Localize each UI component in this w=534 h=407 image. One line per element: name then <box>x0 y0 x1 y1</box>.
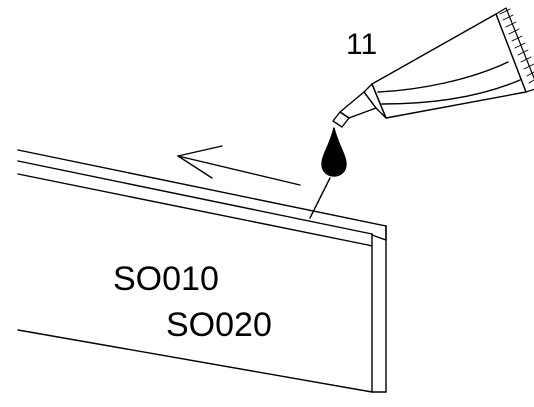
arrow-head-upper <box>177 145 223 157</box>
glue-tube-icon <box>332 7 534 128</box>
board-piece <box>17 149 387 393</box>
tube-shoulder <box>363 83 387 119</box>
drop-leader-line <box>309 177 331 219</box>
board-top-back-edge <box>17 149 387 227</box>
tube-crease-2 <box>381 79 521 105</box>
board-top-front-edge <box>17 173 369 246</box>
part-code-label-2: SO020 <box>166 306 272 344</box>
direction-arrow-icon <box>177 145 301 186</box>
tube-crimp <box>495 7 534 93</box>
tube-crease-1 <box>377 61 509 93</box>
board-bottom-edge <box>17 329 373 393</box>
tube-crimp-ridges <box>499 8 534 84</box>
tube-nozzle-tip <box>332 111 350 128</box>
glue-drop-icon <box>321 127 347 177</box>
arrow-shaft <box>177 155 301 186</box>
part-code-label-1: SO010 <box>113 260 219 298</box>
board-end-profile-top <box>371 225 387 241</box>
board-end-step <box>367 234 373 247</box>
board-top-groove-edge <box>17 160 373 235</box>
step-number-label: 11 <box>346 28 377 61</box>
arrow-head-lower <box>177 155 213 179</box>
tube-body <box>371 13 527 119</box>
tube-nozzle <box>339 91 377 119</box>
